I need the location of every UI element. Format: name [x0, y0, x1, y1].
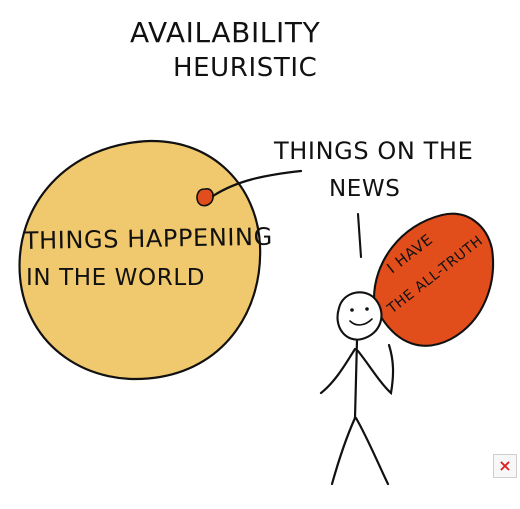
news-connector-line [211, 169, 303, 198]
speech-bubble [372, 212, 494, 347]
smile [349, 318, 373, 326]
world-label-line-1: THINGS HAPPENING [23, 223, 273, 255]
news-label-line-2: NEWS [329, 176, 400, 202]
title-line-1: AVAILABILITY [130, 16, 321, 49]
left-eye [350, 308, 354, 312]
title-line-2: HEURISTIC [173, 53, 317, 83]
news-label-line-1: THINGS ON THE [273, 137, 473, 165]
world-circle [18, 139, 262, 381]
right-arm [356, 343, 395, 396]
close-icon[interactable]: × [493, 454, 517, 478]
left-leg [330, 416, 357, 486]
news-pointer-line [356, 212, 363, 259]
right-leg [354, 416, 390, 486]
person-body [353, 338, 359, 420]
news-dot [196, 188, 214, 207]
left-arm [319, 347, 357, 395]
right-eye [365, 307, 369, 311]
world-label-line-2: IN THE WORLD [26, 265, 205, 291]
person-head [336, 291, 383, 341]
